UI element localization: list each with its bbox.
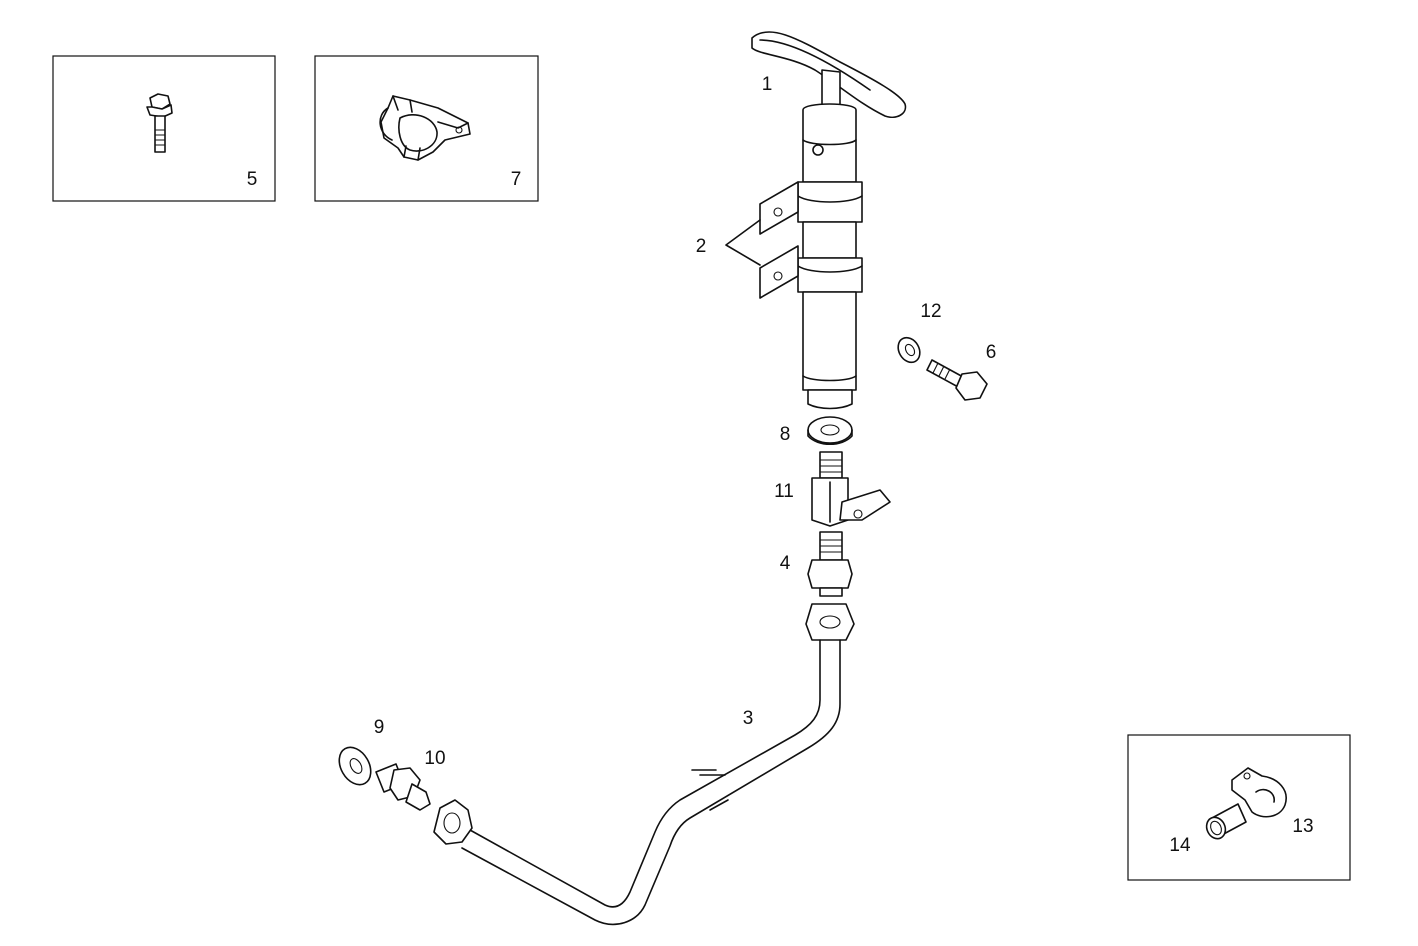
callout-10: 10 bbox=[424, 748, 445, 769]
callout-2: 2 bbox=[696, 236, 707, 257]
callout-6: 6 bbox=[986, 342, 997, 363]
callout-3: 3 bbox=[743, 708, 754, 729]
washer-part-9 bbox=[338, 746, 372, 786]
callout-5: 5 bbox=[247, 169, 258, 190]
hand-pump-part-1 bbox=[751, 31, 907, 410]
detail-box-7 bbox=[314, 55, 539, 202]
callout-1: 1 bbox=[762, 74, 773, 95]
callout-9: 9 bbox=[374, 717, 385, 738]
washer-part-8 bbox=[807, 416, 853, 446]
detail-box-13-14 bbox=[1127, 734, 1351, 881]
fitting-part-4 bbox=[807, 531, 853, 597]
bolt-part-6 bbox=[926, 359, 988, 401]
washer-part-12 bbox=[897, 336, 921, 364]
callout-12: 12 bbox=[920, 301, 941, 322]
bolt-part-5 bbox=[146, 93, 173, 153]
callout-8: 8 bbox=[780, 424, 791, 445]
bracket-part-2 bbox=[725, 181, 799, 299]
clip-part-7 bbox=[379, 95, 471, 161]
callout-4: 4 bbox=[780, 553, 791, 574]
callout-14: 14 bbox=[1169, 835, 1191, 856]
valve-part-11 bbox=[811, 451, 891, 527]
fitting-part-10 bbox=[375, 763, 431, 811]
callout-11: 11 bbox=[774, 481, 794, 502]
sleeve-part-14 bbox=[1205, 803, 1247, 840]
callout-7: 7 bbox=[511, 169, 522, 190]
detail-box-5 bbox=[52, 55, 276, 202]
pipe-part-3 bbox=[433, 603, 855, 926]
callout-13: 13 bbox=[1292, 816, 1313, 837]
clamp-part-13 bbox=[1231, 767, 1287, 818]
